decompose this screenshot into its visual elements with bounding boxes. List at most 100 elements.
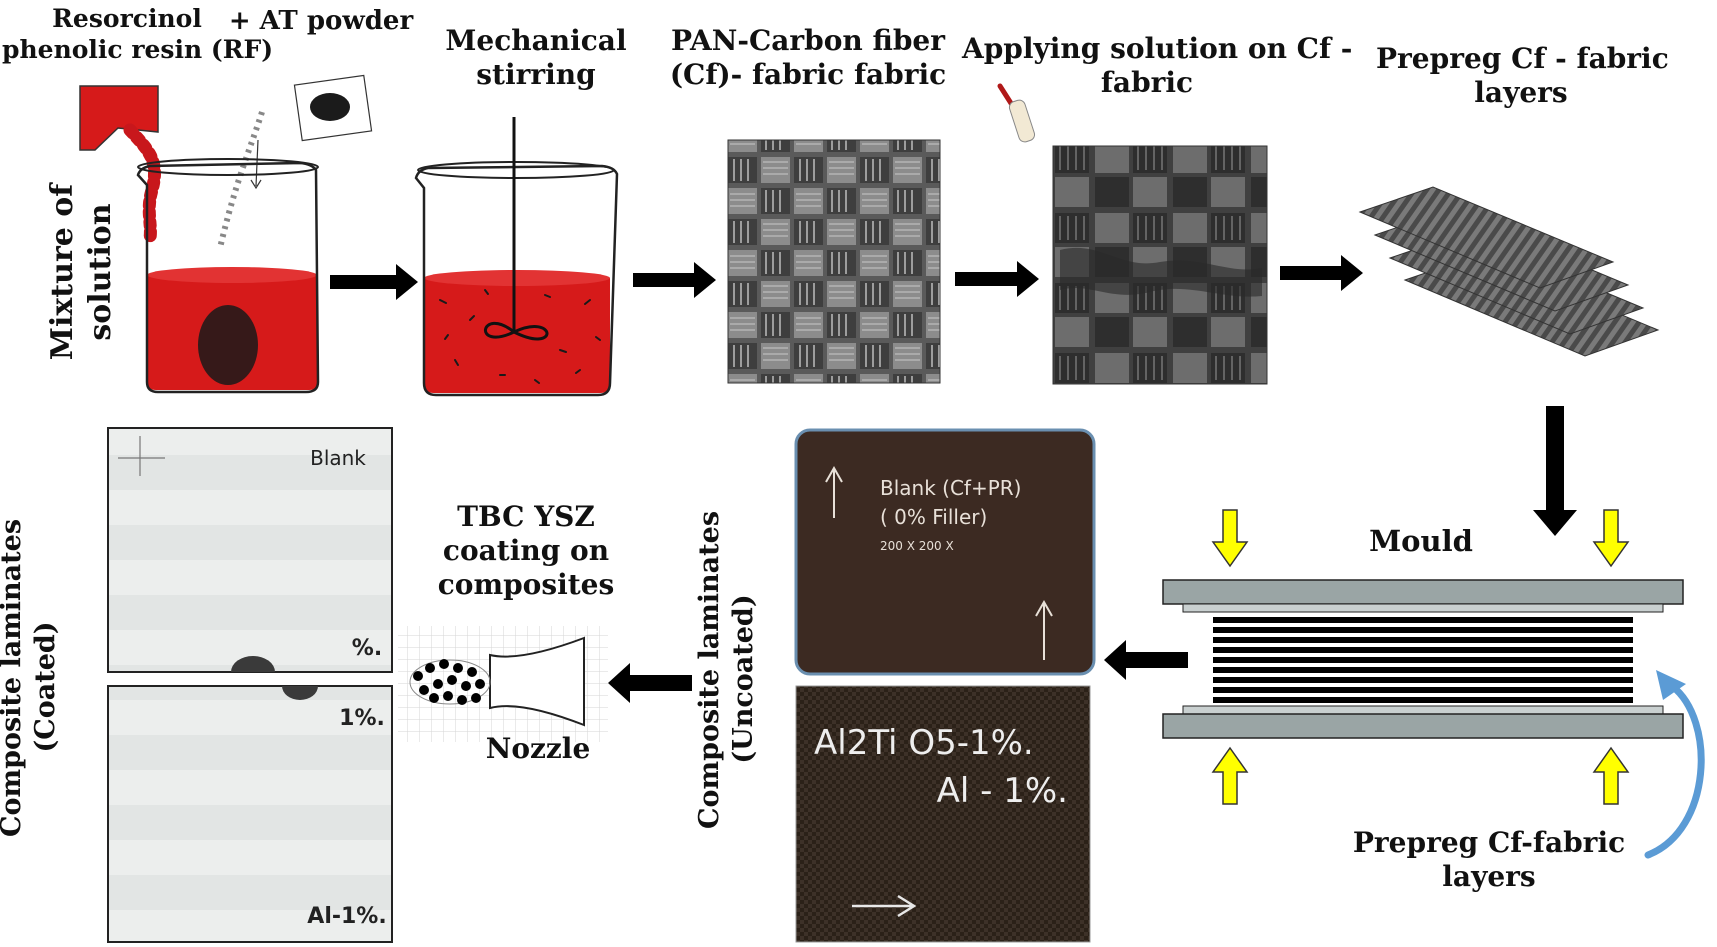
- droplet: [467, 667, 477, 677]
- press-arrow-bottom-right: [1592, 746, 1630, 805]
- prepreg-layer-stack: [1358, 186, 1660, 357]
- droplet: [471, 693, 481, 703]
- prepreg-top-label-line2: layers: [1474, 76, 1568, 110]
- uncoated-blank-up-arrow-2: [1035, 599, 1053, 660]
- laminate-layer: [1213, 617, 1633, 623]
- droplet: [461, 681, 471, 691]
- uncoated-blank-line2: ( 0% Filler): [880, 505, 988, 529]
- uncoated-al-line2: Al - 1%.: [936, 770, 1068, 811]
- resin-label-line2: phenolic resin (RF): [2, 34, 274, 64]
- uncoated-label-line1: Composite laminates: [694, 510, 725, 829]
- mould-bottom-plate: [1162, 713, 1684, 739]
- laminate-layer: [1213, 647, 1633, 653]
- uncoated-al-mark: Al2Ti O5-1%. Al - 1%.: [808, 720, 1088, 815]
- flow-arrow-uncoated-to-coating: [608, 663, 692, 703]
- coated-blank-mark: Blank: [298, 446, 378, 470]
- coated-al-pct-mark: 1%.: [336, 706, 388, 733]
- press-arrow-bottom-left: [1211, 746, 1249, 805]
- uncoated-blank-line1: Blank (Cf+PR): [880, 476, 1022, 500]
- spray-droplets: [413, 659, 485, 705]
- speck: [584, 299, 591, 305]
- mould-press: [1162, 509, 1684, 805]
- flow-arrow-2: [633, 262, 716, 298]
- speck: [575, 369, 581, 374]
- powder-direction-arrowhead: [250, 179, 262, 190]
- resin-coating-blotches: [1060, 247, 1262, 297]
- coated-laminates-label: Composite laminates (Coated): [0, 518, 73, 837]
- uncoated-laminate-blank-photo: [794, 428, 1096, 676]
- resin-pour-bottle: [79, 85, 159, 151]
- coated-al-pct-text: 1%.: [339, 706, 385, 731]
- stirring-label-line1: Mechanical: [445, 24, 627, 57]
- paint-roller-drum: [1008, 99, 1036, 143]
- mould-label: Mould: [1356, 524, 1486, 559]
- fiber-label-line2: (Cf)- fabric fabric: [669, 58, 947, 92]
- fiber-label: PAN-Carbon fiber (Cf)- fabric fabric: [668, 24, 948, 92]
- stirring-beaker-rim: [417, 161, 615, 179]
- at-powder-heap: [310, 93, 350, 121]
- powder-cluster: [198, 305, 258, 385]
- carbon-fiber-fabric-photo: [727, 139, 941, 384]
- mould-label-text: Mould: [1369, 524, 1473, 558]
- prepreg-layer-top: [1358, 186, 1615, 289]
- coated-label-line1: Composite laminates: [0, 518, 27, 837]
- flow-arrow-4: [1280, 255, 1363, 291]
- nozzle-label-text: Nozzle: [485, 732, 591, 765]
- mould-bottom-liner: [1182, 705, 1664, 715]
- mixture-label-line2: solution: [82, 203, 118, 341]
- applying-label: Applying solution on Cf - fabric: [962, 32, 1352, 100]
- tbc-label-line2: coating on: [442, 534, 610, 568]
- droplet: [419, 685, 429, 695]
- spray-droplet-cloud: [409, 659, 491, 705]
- mixture-beaker-outline: [136, 161, 320, 394]
- mixture-label: Mixture of solution: [44, 172, 124, 372]
- uncoated-laminates-label: Composite laminates (Uncoated): [693, 510, 771, 829]
- tbc-label-line3: composites: [437, 568, 615, 602]
- press-arrows: [1211, 509, 1630, 805]
- coated-al-mark: Al-1%.: [304, 904, 390, 931]
- droplet: [453, 663, 463, 673]
- laminate-layer: [1213, 697, 1633, 703]
- mixture-liquid-surface: [147, 267, 317, 283]
- droplet: [429, 693, 439, 703]
- coated-al-mark-text: Al-1%.: [307, 904, 387, 929]
- press-arrow-top-right: [1592, 509, 1630, 568]
- stirring-beaker-outline: [414, 164, 619, 397]
- coated-al-edge-defect: [282, 686, 318, 700]
- droplet: [433, 679, 443, 689]
- flow-arrow-1: [330, 264, 418, 300]
- speck: [595, 336, 601, 341]
- uncoated-blank-up-arrow: [825, 465, 843, 518]
- resin-pour-stream: [123, 123, 162, 245]
- powder-label-text: + AT powder: [228, 6, 414, 36]
- stirring-beaker: [414, 117, 619, 397]
- mould-top-liner: [1182, 603, 1664, 613]
- droplet: [443, 691, 453, 701]
- stirring-specks: [439, 289, 601, 384]
- powder-falling-trail: [217, 111, 265, 249]
- press-arrow-top-left: [1211, 509, 1249, 568]
- droplet: [457, 695, 467, 705]
- laminate-layer: [1213, 637, 1633, 643]
- mixture-beaker: [79, 74, 373, 394]
- fiber-label-line1: PAN-Carbon fiber: [671, 24, 945, 57]
- speck: [534, 379, 540, 384]
- laminate-layer: [1213, 677, 1633, 683]
- droplet: [439, 659, 449, 669]
- droplet: [425, 663, 435, 673]
- coated-laminate-al-photo: [107, 685, 393, 943]
- spray-nozzle: [398, 626, 608, 742]
- coated-laminate-blank-photo: [107, 427, 393, 673]
- speck: [454, 359, 459, 366]
- stirrer-blade: [484, 321, 549, 341]
- stirring-label: Mechanical stirring: [436, 24, 636, 92]
- prepreg-insert-curve-arrow: [1644, 682, 1705, 859]
- prepreg-top-label-line1: Prepreg Cf - fabric: [1376, 42, 1669, 75]
- speck: [484, 289, 489, 295]
- laminate-layer: [1213, 657, 1633, 663]
- speck: [444, 334, 449, 340]
- uncoated-al-line1: Al2Ti O5-1%.: [814, 723, 1034, 763]
- coated-blank-crosshair: [118, 436, 165, 476]
- coated-label-line2: (Coated): [29, 621, 61, 753]
